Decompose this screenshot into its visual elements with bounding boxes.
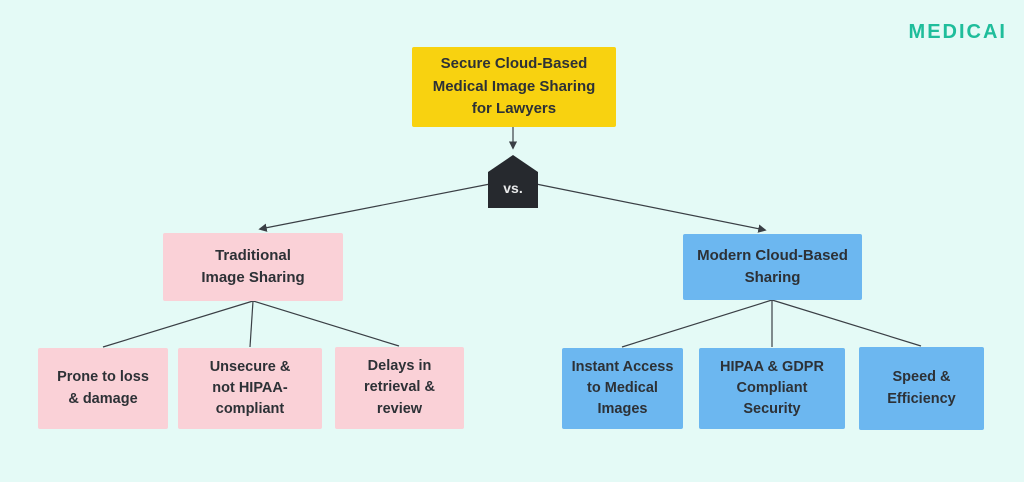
connector-vs-to-modern: [535, 183, 767, 233]
leaf-speed-efficiency: Speed & Efficiency: [859, 347, 984, 430]
leaf-prone-to-loss: Prone to loss & damage: [38, 348, 168, 429]
connector-modern-child-3: [771, 299, 922, 347]
medicai-logo: MEDICAI: [908, 21, 1007, 43]
leaf-hipaa-gdpr-security: HIPAA & GDPR Compliant Security: [699, 348, 845, 429]
title-node: Secure Cloud-Based Medical Image Sharing…: [412, 47, 616, 127]
branch-traditional-image-sharing: Traditional Image Sharing: [163, 233, 343, 301]
connector-traditional-child-3: [252, 300, 400, 347]
leaf-unsecure-not-hipaa: Unsecure & not HIPAA- compliant: [178, 348, 322, 429]
connector-vs-to-traditional: [258, 183, 491, 232]
leaf-delays-in-retrieval: Delays in retrieval & review: [335, 347, 464, 429]
connector-traditional-child-2: [249, 300, 254, 348]
branch-modern-cloud-based-sharing: Modern Cloud-Based Sharing: [683, 234, 862, 300]
leaf-instant-access: Instant Access to Medical Images: [562, 348, 683, 429]
connector-traditional-child-1: [102, 300, 254, 348]
connector-modern-child-1: [621, 299, 773, 348]
